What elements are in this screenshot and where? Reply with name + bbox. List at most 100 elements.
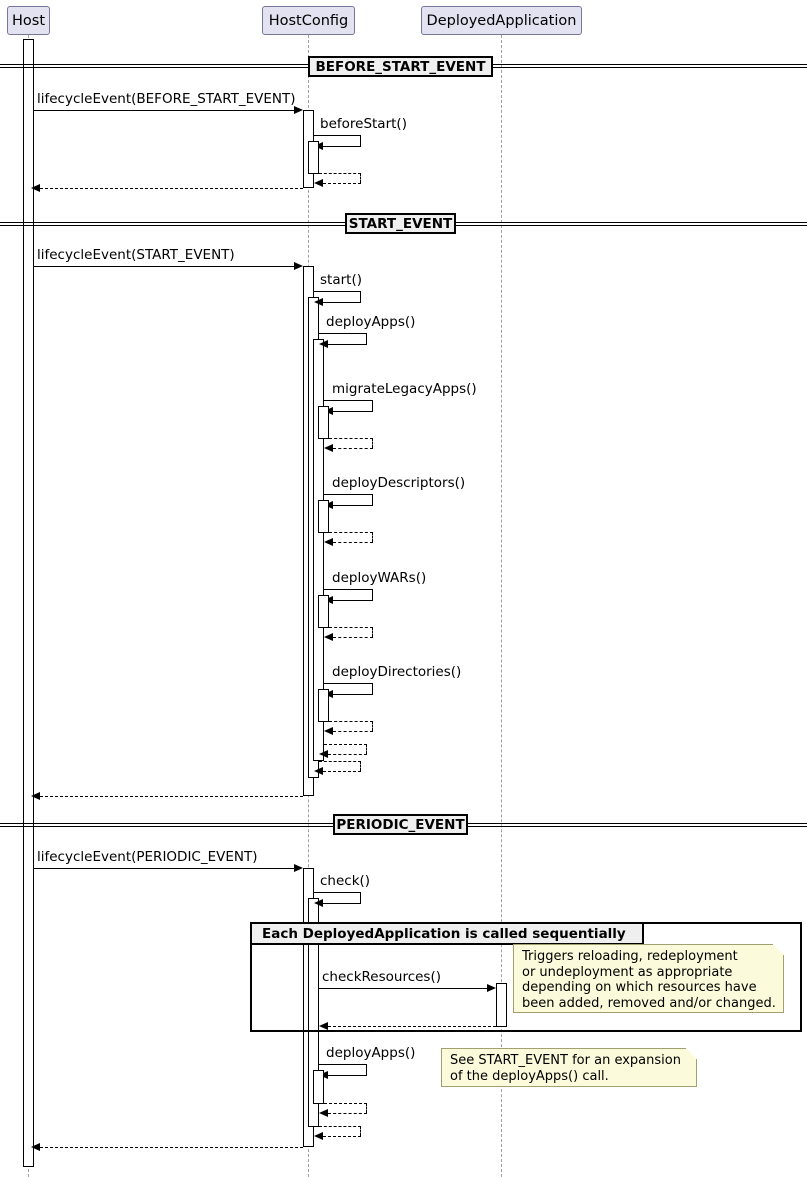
message-arrowhead-lifecycle-start — [294, 261, 303, 270]
message-arrowhead-lifecycle-before-start — [294, 105, 303, 114]
self-return-bottom-deployapps-periodic — [328, 1113, 367, 1114]
message-label-check: check() — [320, 873, 371, 889]
message-label-lifecycle-periodic: lifecycleEvent(PERIODIC_EVENT) — [37, 849, 258, 865]
self-return-arrowhead-deploywars — [324, 632, 333, 641]
self-top-deployapps-start — [319, 333, 367, 334]
divider-start-event: START_EVENT — [345, 213, 456, 234]
note-deployapps: See START_EVENT for an expansion of the … — [441, 1048, 697, 1087]
self-return-arrowhead-deploydescriptors — [324, 537, 333, 546]
self-return-top-check-unwind — [319, 1126, 361, 1127]
self-return-top-before-start — [319, 173, 361, 174]
self-right-deploydirectories — [372, 683, 373, 694]
self-return-bottom-migratelegacyapps — [333, 448, 373, 449]
self-return-bottom-unwind-l3 — [328, 754, 367, 755]
message-label-lifecycle-start: lifecycleEvent(START_EVENT) — [37, 247, 235, 263]
self-bottom-deployapps-start — [328, 344, 367, 345]
divider-start-event-label: START_EVENT — [348, 215, 453, 232]
note-deployapps-fold — [686, 1048, 697, 1059]
self-right-check — [360, 892, 361, 903]
self-return-bottom-deploydirectories — [333, 731, 373, 732]
return-arrowhead-checkresources — [319, 1021, 328, 1030]
self-top-check — [314, 892, 361, 893]
self-return-bottom-unwind-l2 — [323, 771, 361, 772]
self-return-right-migratelegacyapps — [372, 438, 373, 448]
self-return-right-deploywars — [372, 627, 373, 637]
self-top-deploydescriptors — [324, 494, 373, 495]
return-line-periodic — [40, 1147, 303, 1148]
participant-hostconfig[interactable]: HostConfig — [262, 6, 355, 35]
self-return-right-unwind-l2 — [360, 761, 361, 771]
self-return-right-check-unwind — [360, 1126, 361, 1136]
self-bottom-before-start — [323, 146, 361, 147]
divider-periodic-event-label: PERIODIC_EVENT — [336, 816, 465, 833]
activation-hostconfig-before-start-l2 — [308, 141, 319, 174]
participant-host[interactable]: Host — [7, 6, 50, 35]
self-return-bottom-deploywars — [333, 637, 373, 638]
self-right-deploywars — [372, 589, 373, 600]
self-return-right-unwind-l3 — [366, 744, 367, 754]
self-bottom-check — [323, 903, 361, 904]
self-right-deploydescriptors — [372, 494, 373, 505]
self-right-deployapps-start — [366, 333, 367, 344]
self-top-start — [314, 291, 361, 292]
activation-deployedapplication-checkresources — [496, 983, 507, 1027]
self-top-before-start — [314, 135, 361, 136]
self-return-bottom-before-start — [323, 183, 361, 184]
self-arrowhead-check — [314, 898, 323, 907]
message-label-deployapps-periodic: deployApps() — [326, 1045, 416, 1061]
activation-hostconfig-deploydirectories — [318, 689, 329, 722]
activation-hostconfig-deploywars — [318, 595, 329, 628]
self-return-arrowhead-deploydirectories — [324, 726, 333, 735]
activation-hostconfig-migratelegacyapps — [318, 406, 329, 439]
self-return-arrowhead-unwind-l2 — [314, 766, 323, 775]
self-return-top-deployapps-periodic — [324, 1103, 367, 1104]
return-arrowhead-periodic — [31, 1142, 40, 1151]
return-line-before-start — [40, 188, 303, 189]
activation-hostconfig-periodic-l2 — [308, 898, 319, 1127]
divider-periodic-event: PERIODIC_EVENT — [333, 814, 468, 835]
return-line-checkresources — [328, 1026, 496, 1027]
self-top-migratelegacyapps — [324, 400, 373, 401]
self-top-deploywars — [324, 589, 373, 590]
message-label-deployapps-start: deployApps() — [326, 314, 416, 330]
self-return-top-unwind-l3 — [324, 744, 367, 745]
self-return-arrowhead-migratelegacyapps — [324, 443, 333, 452]
message-label-before-start: beforeStart() — [320, 116, 407, 132]
message-line-lifecycle-before-start — [34, 110, 299, 111]
participant-deployedapplication-label: DeployedApplication — [426, 12, 577, 29]
group-label-sequential: Each DeployedApplication is called seque… — [252, 924, 644, 945]
note-checkresources-fold — [773, 944, 784, 955]
activation-hostconfig-deploydescriptors — [318, 500, 329, 533]
self-bottom-deploywars — [333, 600, 373, 601]
message-line-lifecycle-start — [34, 266, 299, 267]
message-label-checkresources: checkResources() — [322, 969, 442, 985]
self-return-arrowhead-check-unwind — [314, 1131, 323, 1140]
self-return-right-before-start — [360, 173, 361, 183]
participant-host-label: Host — [11, 12, 45, 29]
self-top-deploydirectories — [324, 683, 373, 684]
divider-before-start-event-label: BEFORE_START_EVENT — [315, 58, 486, 75]
message-arrowhead-checkresources — [487, 983, 496, 992]
return-arrowhead-start — [31, 791, 40, 800]
self-return-top-unwind-l2 — [319, 761, 361, 762]
message-line-checkresources — [319, 988, 492, 989]
self-return-bottom-check-unwind — [323, 1136, 361, 1137]
self-return-right-deploydirectories — [372, 721, 373, 731]
self-return-bottom-deploydescriptors — [333, 542, 373, 543]
message-label-deploywars: deployWARs() — [332, 570, 427, 586]
self-return-top-deploydescriptors — [329, 532, 373, 533]
divider-before-start-event: BEFORE_START_EVENT — [308, 56, 493, 77]
self-right-migratelegacyapps — [372, 400, 373, 411]
self-return-arrowhead-before-start — [314, 178, 323, 187]
message-label-lifecycle-before-start: lifecycleEvent(BEFORE_START_EVENT) — [37, 91, 296, 107]
activation-hostconfig-start-l3 — [313, 339, 324, 761]
activation-hostconfig-deployapps-periodic — [313, 1070, 324, 1104]
message-arrowhead-lifecycle-periodic — [294, 863, 303, 872]
self-arrowhead-start — [314, 297, 323, 306]
self-return-right-deploydescriptors — [372, 532, 373, 542]
participant-deployedapplication[interactable]: DeployedApplication — [421, 6, 582, 35]
self-right-start — [360, 291, 361, 302]
self-bottom-start — [323, 302, 361, 303]
self-right-deployapps-periodic — [366, 1064, 367, 1075]
self-bottom-migratelegacyapps — [333, 411, 373, 412]
